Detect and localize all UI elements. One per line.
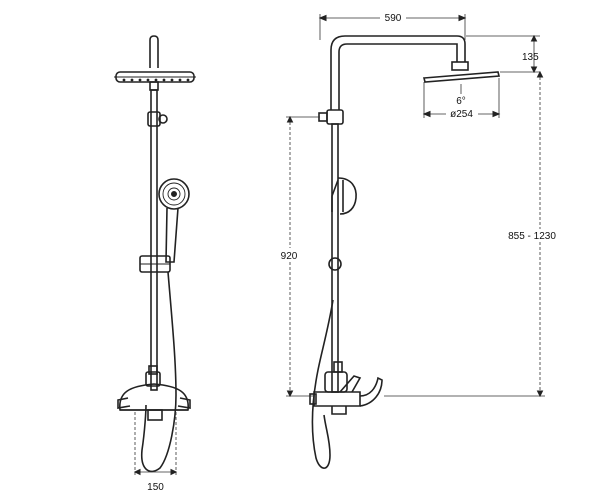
dim-tilt-angle: 6° bbox=[456, 96, 466, 107]
front-mixer bbox=[117, 365, 191, 421]
side-rain-head bbox=[422, 61, 501, 83]
front-rain-head bbox=[114, 71, 196, 91]
side-hose bbox=[311, 299, 334, 469]
side-slider-knob bbox=[328, 257, 342, 271]
front-hose bbox=[140, 271, 177, 473]
dim-height-range: 855 - 1230 bbox=[508, 231, 556, 242]
front-swivel-joint bbox=[147, 111, 168, 127]
dim-mixer-spacing: 150 bbox=[147, 482, 164, 493]
side-swivel-joint bbox=[318, 109, 344, 125]
front-rod-top bbox=[149, 35, 159, 68]
front-riser-rod bbox=[150, 89, 158, 391]
dim-head-drop: 135 bbox=[522, 52, 539, 63]
side-mixer bbox=[309, 361, 383, 415]
dim-total-width: 590 bbox=[385, 13, 402, 24]
front-slider-bracket bbox=[139, 255, 171, 273]
side-hand-shower bbox=[331, 177, 357, 215]
side-view: 590 135 6° ø254 bbox=[278, 11, 559, 469]
front-hand-shower bbox=[158, 178, 190, 263]
dim-outlet-height: 920 bbox=[281, 251, 298, 262]
side-overhead-arm bbox=[330, 35, 466, 110]
front-view: 150 bbox=[114, 35, 196, 493]
dim-head-diameter: ø254 bbox=[450, 109, 473, 120]
